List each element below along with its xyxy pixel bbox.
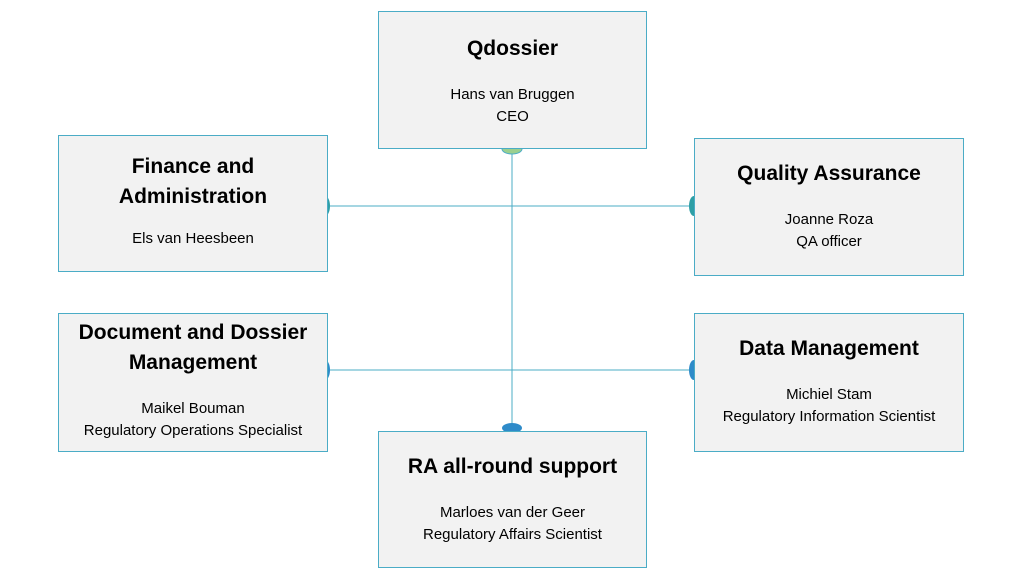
- node-person: Michiel Stam: [786, 386, 872, 403]
- node-role: Regulatory Operations Specialist: [83, 422, 303, 439]
- ra-connector-dot: [502, 423, 522, 433]
- qdossier-node: Qdossier Hans van Bruggen CEO: [378, 11, 647, 149]
- node-person: Marloes van der Geer: [439, 504, 586, 521]
- node-role: Regulatory Affairs Scientist: [423, 526, 602, 543]
- node-person: Joanne Roza: [784, 211, 874, 228]
- node-title: Qdossier: [466, 37, 559, 60]
- node-role: Regulatory Information Scientist: [722, 408, 936, 425]
- node-title: Data Management: [739, 337, 919, 360]
- node-title: Finance and Administration: [118, 155, 268, 208]
- node-person: Els van Heesbeen: [132, 230, 254, 247]
- finance-node: Finance and Administration Els van Heesb…: [58, 135, 328, 272]
- node-role: CEO: [496, 108, 529, 125]
- node-person: Maikel Bouman: [141, 400, 245, 417]
- quality-assurance-node: Quality Assurance Joanne Roza QA officer: [694, 138, 964, 276]
- ra-support-node: RA all-round support Marloes van der Gee…: [378, 431, 647, 568]
- node-title: RA all-round support: [407, 455, 618, 478]
- node-title: Quality Assurance: [737, 162, 921, 185]
- node-title: Document and Dossier Management: [78, 321, 308, 374]
- document-dossier-node: Document and Dossier Management Maikel B…: [58, 313, 328, 452]
- data-management-node: Data Management Michiel Stam Regulatory …: [694, 313, 964, 452]
- node-role: QA officer: [796, 233, 862, 250]
- node-person: Hans van Bruggen: [450, 86, 575, 103]
